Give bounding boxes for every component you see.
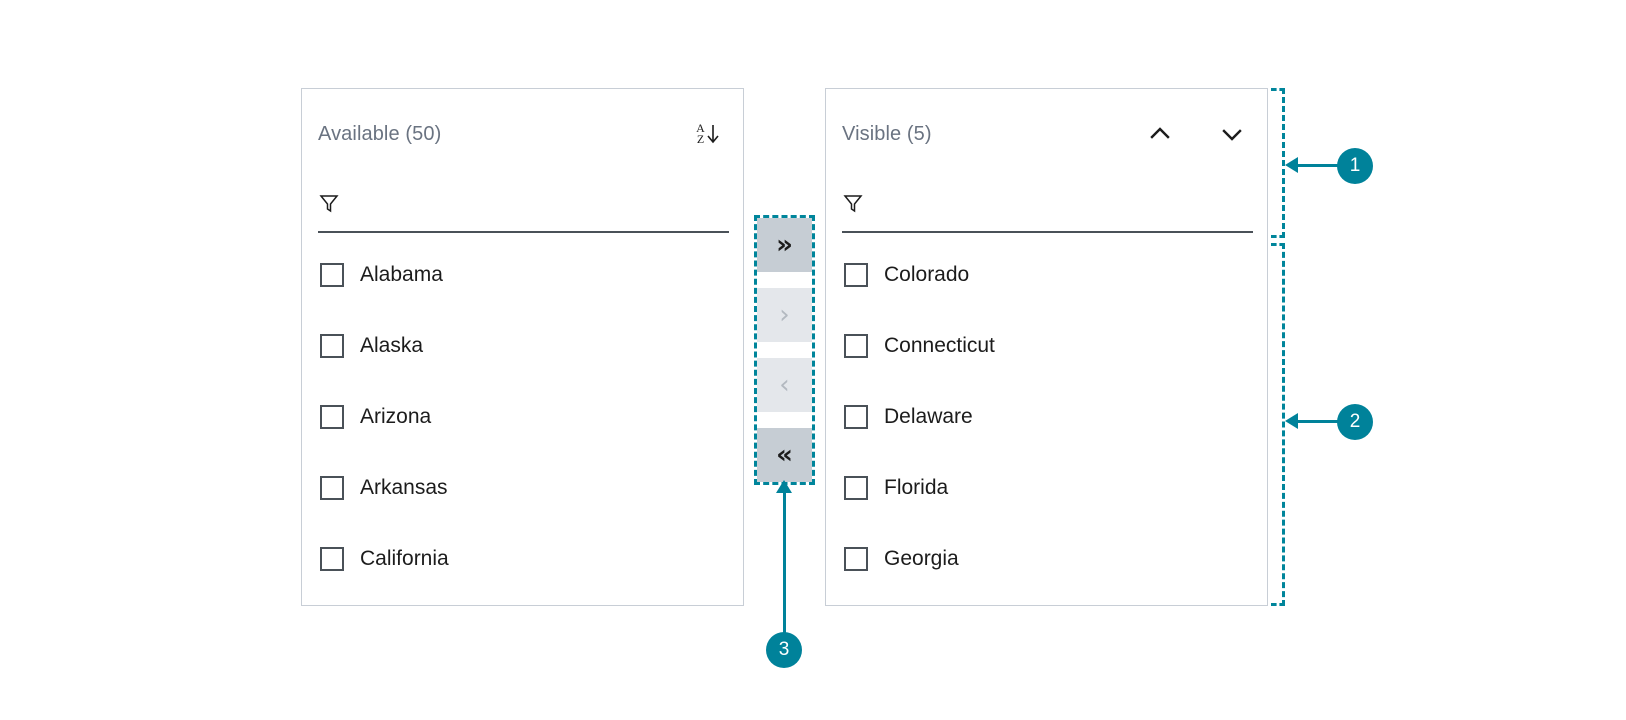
sort-az-glyph: A Z xyxy=(696,120,720,146)
checkbox[interactable] xyxy=(320,475,344,500)
list-item-label: Georgia xyxy=(884,546,959,570)
list-item[interactable]: Arkansas xyxy=(302,452,743,523)
available-filter-row[interactable] xyxy=(318,179,729,233)
sort-az-descending-icon[interactable]: A Z xyxy=(691,117,725,151)
visible-filter-row[interactable] xyxy=(842,179,1253,233)
checkbox[interactable] xyxy=(844,475,868,500)
sort-letter-bottom: Z xyxy=(696,132,705,146)
callout-3-leader-line xyxy=(783,492,786,637)
list-item-label: Alaska xyxy=(360,333,424,357)
list-item-label: Connecticut xyxy=(884,333,995,357)
callout-1-arrowhead xyxy=(1285,157,1298,173)
chevron-up-icon[interactable] xyxy=(1143,117,1177,151)
chevron-down-icon[interactable] xyxy=(1215,117,1249,151)
list-item[interactable]: Georgia xyxy=(826,523,1267,594)
move-left-button[interactable]: ‹ xyxy=(757,358,812,412)
checkbox[interactable] xyxy=(844,404,868,429)
checkbox[interactable] xyxy=(320,404,344,429)
list-item[interactable]: Colorado xyxy=(826,239,1267,310)
available-header-actions: A Z xyxy=(691,117,725,151)
list-item-label: Delaware xyxy=(884,404,973,428)
list-item[interactable]: Alabama xyxy=(302,239,743,310)
available-panel-title: Available (50) xyxy=(318,122,442,145)
move-right-button[interactable]: › xyxy=(757,288,812,342)
sort-letters: A Z xyxy=(696,120,705,146)
list-item[interactable]: Connecticut xyxy=(826,310,1267,381)
callout-badge-2: 2 xyxy=(1337,404,1373,440)
list-item[interactable]: Arizona xyxy=(302,381,743,452)
visible-panel-header: Visible (5) xyxy=(826,89,1267,179)
list-item-label: Florida xyxy=(884,475,949,499)
list-item-label: Colorado xyxy=(884,262,970,286)
checkbox[interactable] xyxy=(320,546,344,571)
checkbox[interactable] xyxy=(844,262,868,287)
list-item[interactable]: California xyxy=(302,523,743,594)
list-item-label: Alabama xyxy=(360,262,443,286)
checkbox[interactable] xyxy=(844,333,868,358)
list-item-label: Arizona xyxy=(360,404,432,428)
list-item[interactable]: Alaska xyxy=(302,310,743,381)
move-all-left-button[interactable]: « xyxy=(757,428,812,482)
callout-badge-1: 1 xyxy=(1337,148,1373,184)
visible-header-actions xyxy=(1143,117,1249,151)
list-item[interactable]: Delaware xyxy=(826,381,1267,452)
checkbox[interactable] xyxy=(320,262,344,287)
move-all-right-button[interactable]: » xyxy=(757,218,812,272)
callout-badge-3: 3 xyxy=(766,632,802,668)
sort-letter-top: A xyxy=(696,120,705,135)
sort-arrow-down-icon xyxy=(707,125,719,144)
available-list: Alabama Alaska Arizona Arkansas Californ… xyxy=(302,239,743,605)
list-item[interactable]: Florida xyxy=(826,452,1267,523)
available-filter-input[interactable] xyxy=(352,195,729,215)
callout-2-leader-line xyxy=(1296,420,1341,423)
visible-list: Colorado Connecticut Delaware Florida Ge… xyxy=(826,239,1267,605)
available-panel-header: Available (50) A Z xyxy=(302,89,743,179)
annotation-region-header xyxy=(1271,88,1285,238)
transfer-button-group: » › ‹ « xyxy=(754,215,815,485)
visible-panel: Visible (5) Colorado xyxy=(825,88,1268,606)
filter-funnel-icon xyxy=(318,192,340,219)
visible-panel-title: Visible (5) xyxy=(842,122,932,145)
list-item-label: Arkansas xyxy=(360,475,448,499)
list-item-label: California xyxy=(360,546,449,570)
checkbox[interactable] xyxy=(844,546,868,571)
annotation-region-list xyxy=(1271,243,1285,606)
callout-1-leader-line xyxy=(1296,164,1341,167)
available-panel: Available (50) A Z xyxy=(301,88,744,606)
checkbox[interactable] xyxy=(320,333,344,358)
filter-funnel-icon xyxy=(842,192,864,219)
callout-2-arrowhead xyxy=(1285,413,1298,429)
visible-filter-input[interactable] xyxy=(876,195,1253,215)
